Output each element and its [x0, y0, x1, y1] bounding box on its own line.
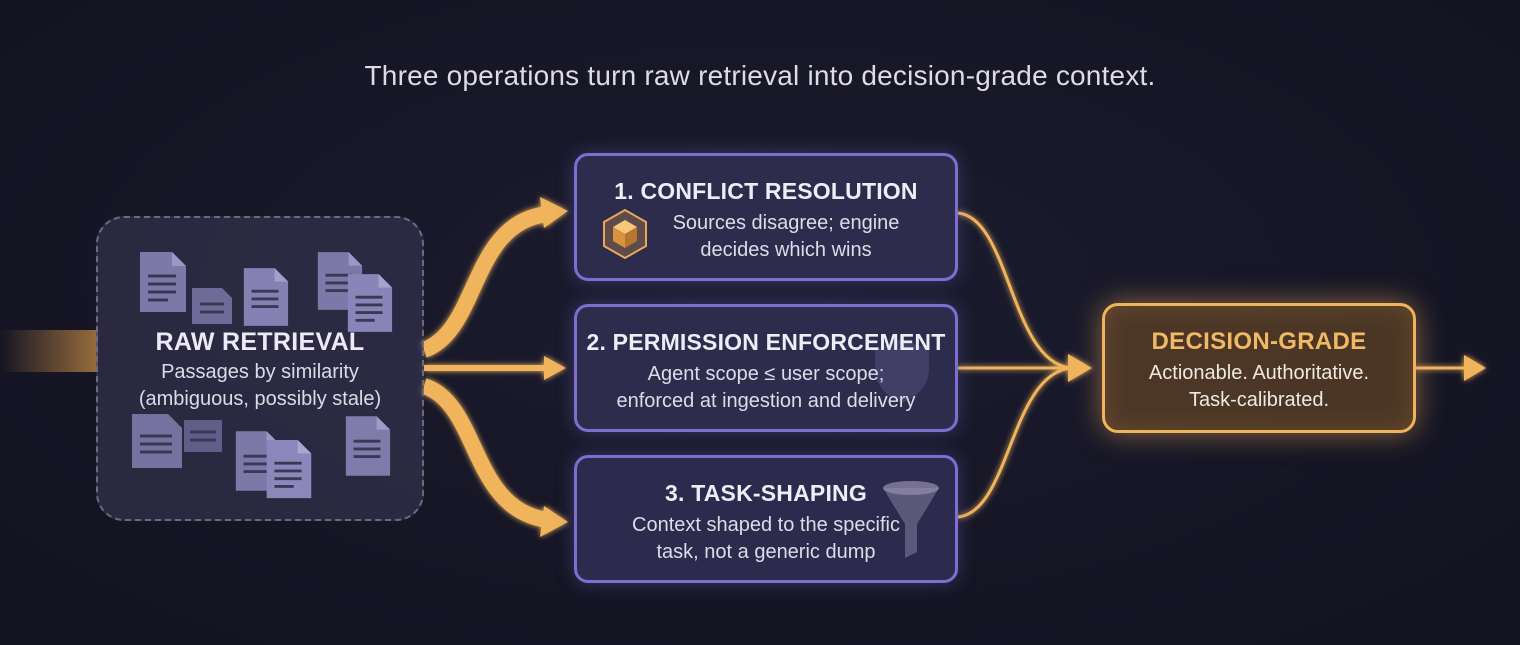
- document-icon: [345, 416, 391, 476]
- arrowhead-permission: [544, 356, 566, 380]
- diagram-title: Three operations turn raw retrieval into…: [364, 60, 1156, 91]
- merge-from-conflict: [957, 211, 1071, 370]
- decision-grade-desc-line2: Task-calibrated.: [1188, 389, 1330, 411]
- arrowhead-task: [540, 506, 568, 537]
- decision-grade-box: DECISION-GRADE Actionable. Authoritative…: [1102, 303, 1416, 433]
- arrowhead-conflict: [540, 197, 568, 228]
- task-shaping-box: 3. TASK-SHAPING Context shaped to the sp…: [574, 455, 958, 583]
- branch-to-conflict: [420, 206, 550, 358]
- branch-to-task: [420, 378, 550, 528]
- document-icon: [243, 268, 289, 326]
- document-icon: [140, 252, 186, 312]
- document-icon: [347, 274, 393, 332]
- cube-hexagon-icon: [603, 208, 647, 260]
- raw-retrieval-desc-line2: (ambiguous, possibly stale): [138, 388, 382, 410]
- conflict-resolution-box: 1. CONFLICT RESOLUTION Sources disagree;…: [574, 153, 958, 281]
- document-icon: [266, 439, 312, 499]
- permission-enforcement-box: 2. PERMISSION ENFORCEMENT Agent scope ≤ …: [574, 304, 958, 432]
- raw-retrieval-title: RAW RETRIEVAL: [155, 328, 365, 356]
- raw-retrieval-box: RAW RETRIEVAL Passages by similarity (am…: [96, 216, 424, 521]
- op-desc-line2: enforced at ingestion and delivery: [616, 390, 916, 412]
- decision-grade-desc-line1: Actionable. Authoritative.: [1148, 362, 1370, 384]
- merge-from-task: [957, 366, 1071, 519]
- document-icon: [184, 420, 222, 452]
- op-title: 2. PERMISSION ENFORCEMENT: [586, 329, 946, 355]
- shield-icon: [875, 339, 929, 403]
- raw-retrieval-desc-line1: Passages by similarity: [161, 361, 359, 383]
- arrowhead-decision: [1068, 354, 1092, 382]
- decision-grade-title: DECISION-GRADE: [1151, 328, 1367, 355]
- arrowhead-outgoing: [1464, 355, 1486, 381]
- op-desc-line1: Agent scope ≤ user scope;: [647, 363, 885, 385]
- incoming-flow-bar: [0, 330, 98, 372]
- funnel-icon: [883, 481, 939, 558]
- op-title: 1. CONFLICT RESOLUTION: [614, 178, 918, 204]
- op-desc-line1: Context shaped to the specific: [632, 514, 900, 536]
- op-desc-line2: task, not a generic dump: [656, 541, 876, 563]
- op-title: 3. TASK-SHAPING: [665, 480, 867, 506]
- document-icon: [132, 414, 182, 468]
- document-icon: [192, 288, 232, 324]
- op-desc-line2: decides which wins: [700, 239, 872, 261]
- op-desc-line1: Sources disagree; engine: [672, 212, 900, 234]
